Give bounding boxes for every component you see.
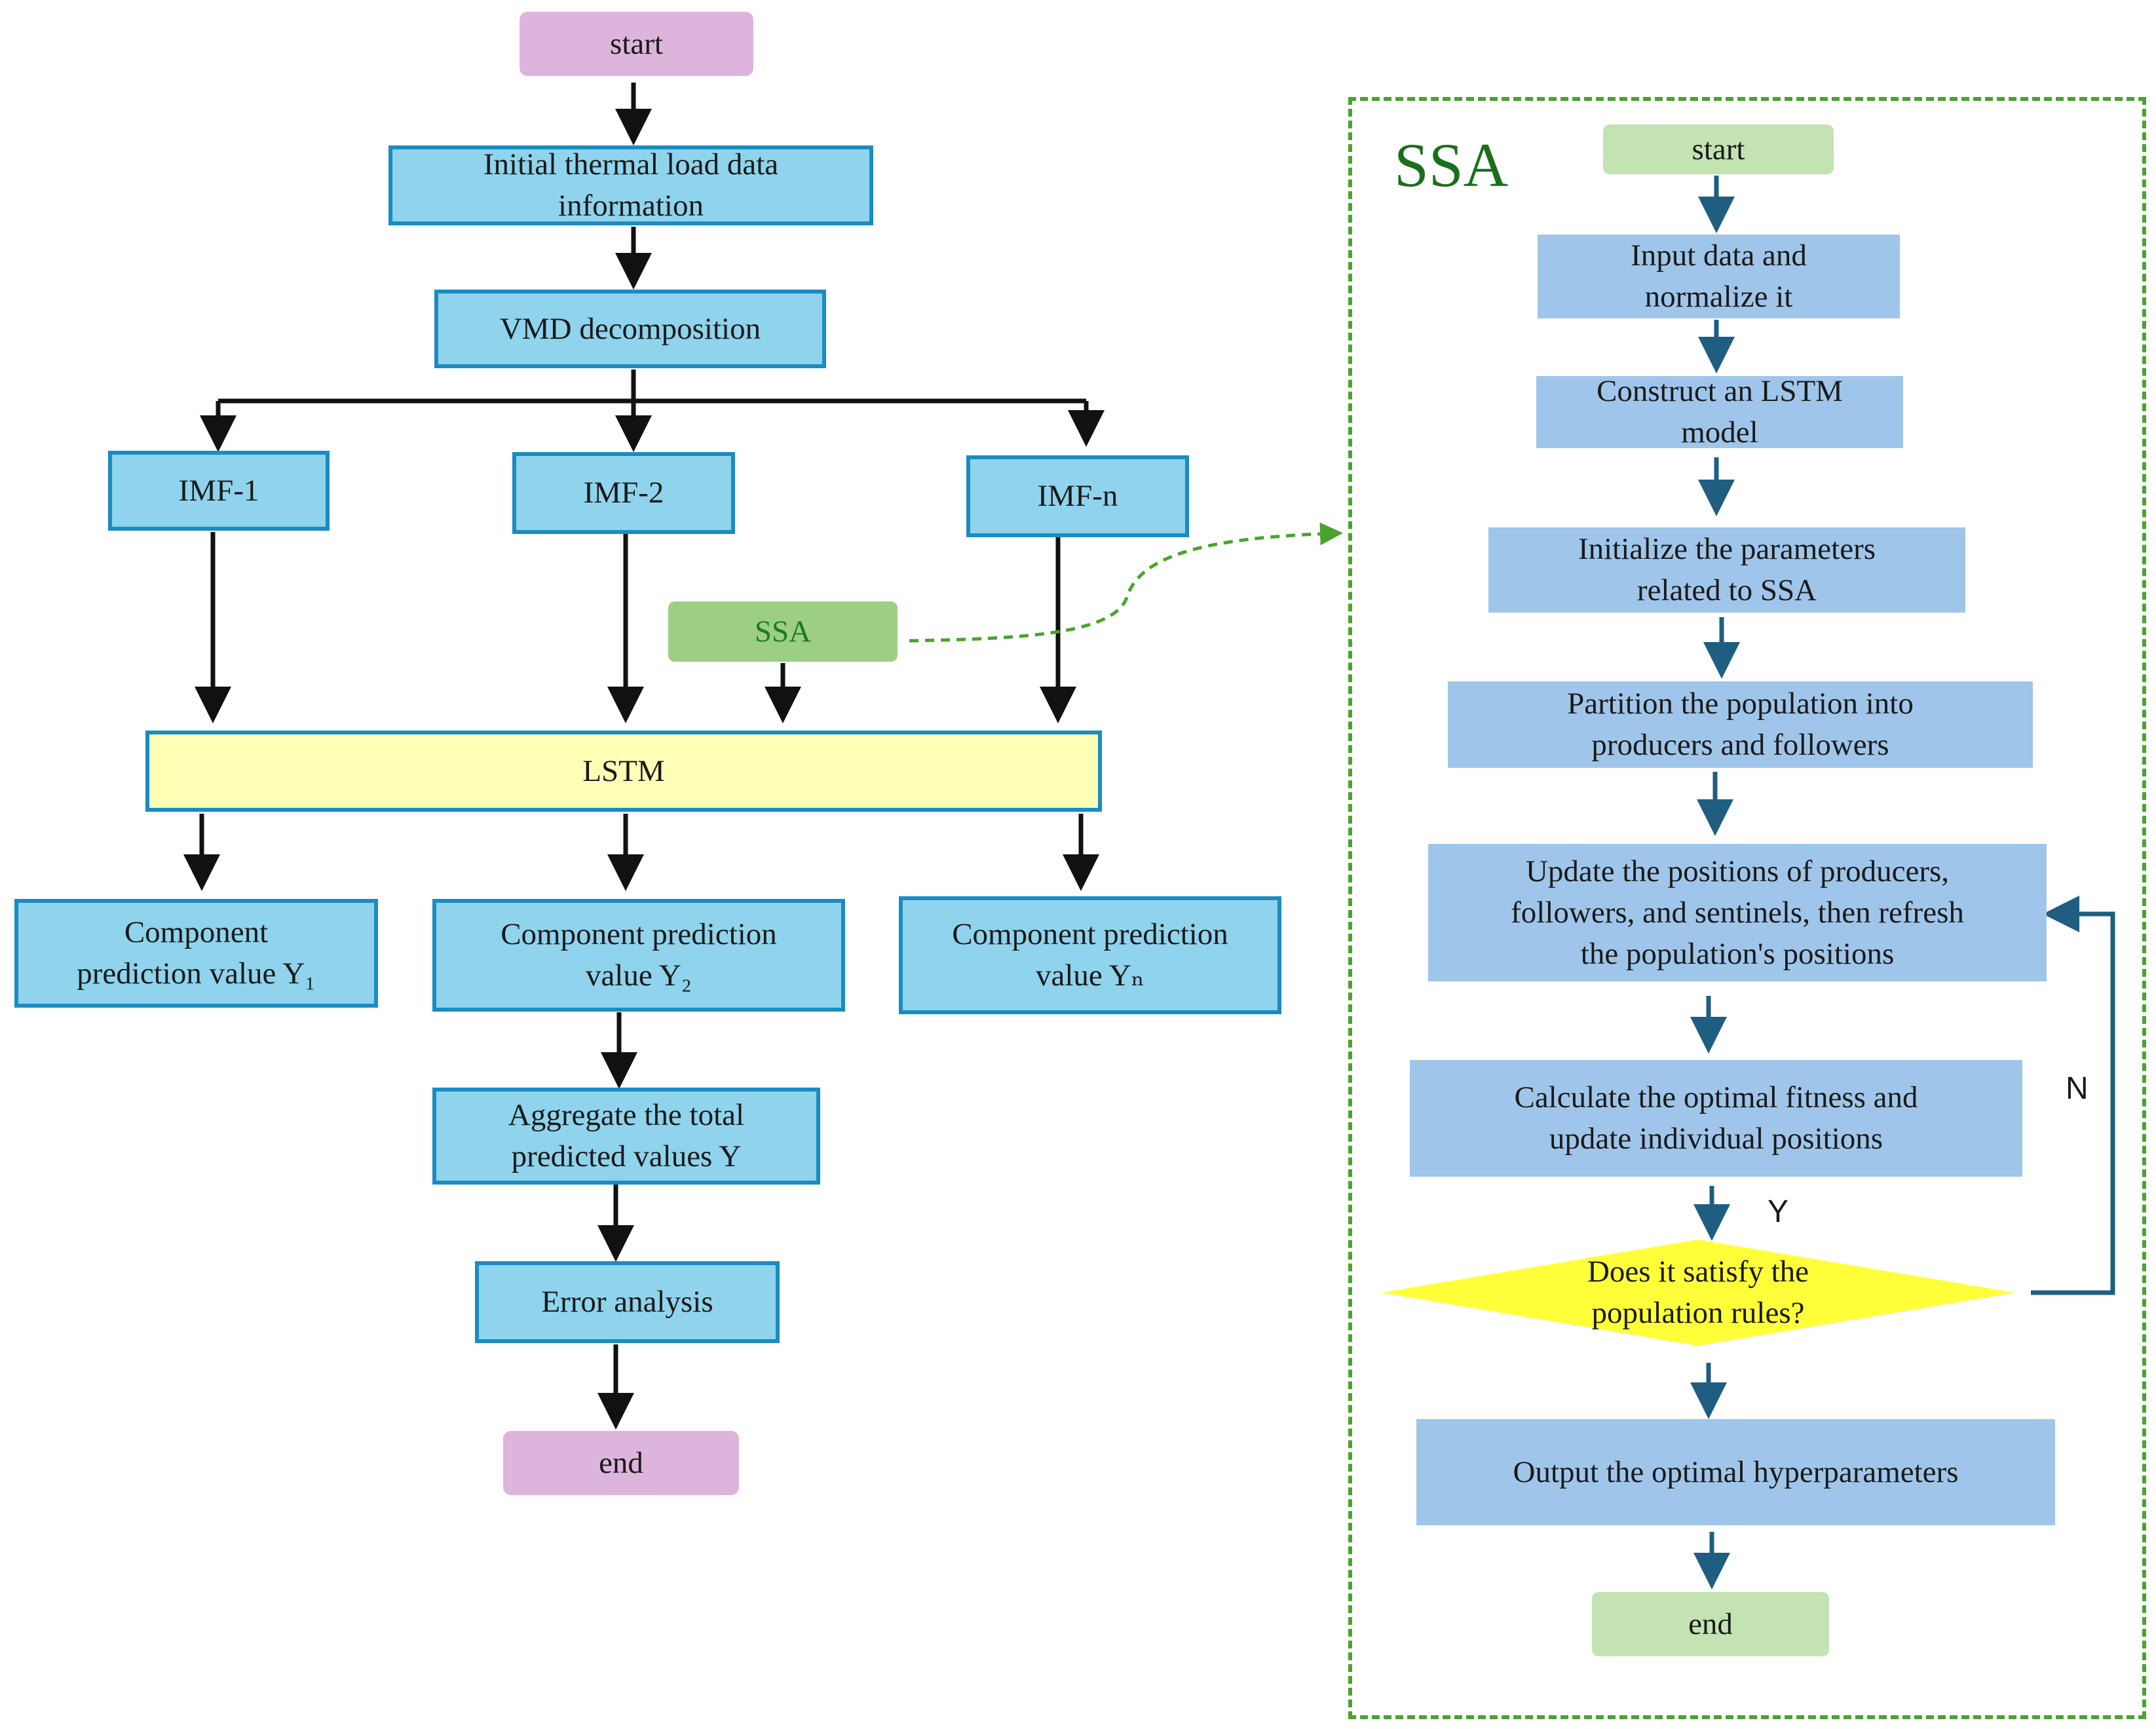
ssa-step-partition: Partition the population into producers … <box>1448 681 2033 768</box>
ssa-end-terminal: end <box>1592 1592 1829 1656</box>
ssa-decision-label: Does it satisfy the population rules? <box>1587 1255 1809 1330</box>
ssa-panel-frame <box>1348 97 2146 1719</box>
ssa-step-init: Initialize the parameters related to SSA <box>1488 527 1965 613</box>
imfn-node: IMF-n <box>966 455 1189 537</box>
initial-data-label: Initial thermal load data information <box>483 147 779 223</box>
ssa-link-curve <box>909 522 1343 643</box>
lstm-label: LSTM <box>582 753 665 788</box>
imf2-label: IMF-2 <box>583 476 664 510</box>
initial-data-node: Initial thermal load data information <box>388 145 873 225</box>
ssa-step-input-label: Input data and normalize it <box>1631 238 1807 314</box>
ssa-panel-title: SSA <box>1394 130 1509 200</box>
ssa-node: SSA <box>668 601 898 662</box>
main-start-label: start <box>610 26 663 61</box>
pred2-label: Component prediction value Y₂ <box>501 917 777 993</box>
aggregate-label: Aggregate the total predicted values Y <box>508 1098 745 1173</box>
imf2-node: IMF-2 <box>512 452 735 534</box>
main-end-label: end <box>599 1445 643 1480</box>
ssa-step-init-label: Initialize the parameters related to SSA <box>1578 532 1876 607</box>
error-analysis-label: Error analysis <box>541 1285 713 1319</box>
ssa-step-partition-label: Partition the population into producers … <box>1567 687 1914 762</box>
imf1-label: IMF-1 <box>178 473 259 508</box>
ssa-step-update-label: Update the positions of producers, follo… <box>1511 854 1964 971</box>
ssa-step-calc: Calculate the optimal fitness and update… <box>1410 1060 2022 1177</box>
pred1-label: Component prediction value Y₁ <box>77 915 316 991</box>
ssa-start-label: start <box>1692 132 1745 166</box>
ssa-step-calc-label: Calculate the optimal fitness and update… <box>1514 1080 1918 1156</box>
vmd-label: VMD decomposition <box>499 311 761 346</box>
ssa-decision-diamond <box>1381 1240 2015 1346</box>
pred2-node: Component prediction value Y₂ <box>432 899 845 1012</box>
ssa-step-input: Input data and normalize it <box>1538 235 1900 318</box>
lstm-node: LSTM <box>145 731 1102 812</box>
ssa-end-label: end <box>1688 1606 1733 1641</box>
error-analysis-node: Error analysis <box>475 1261 780 1343</box>
imf1-node: IMF-1 <box>108 451 330 531</box>
main-start-terminal: start <box>520 12 753 76</box>
predn-node: Component prediction value Yₙ <box>899 896 1281 1014</box>
ssa-step-construct: Construct an LSTM model <box>1536 374 1903 449</box>
pred1-node: Component prediction value Y₁ <box>14 899 378 1008</box>
ssa-step-construct-label: Construct an LSTM model <box>1597 374 1843 449</box>
predn-label: Component prediction value Yₙ <box>952 917 1228 993</box>
ssa-step-output: Output the optimal hyperparameters <box>1416 1419 2055 1525</box>
ssa-step-output-label: Output the optimal hyperparameters <box>1513 1454 1959 1489</box>
aggregate-node: Aggregate the total predicted values Y <box>432 1088 820 1185</box>
main-end-terminal: end <box>503 1431 739 1495</box>
ssa-yes-label: Y <box>1768 1194 1789 1229</box>
imfn-label: IMF-n <box>1037 479 1118 513</box>
ssa-no-label: N <box>2066 1071 2089 1106</box>
ssa-step-update: Update the positions of producers, follo… <box>1428 844 2047 981</box>
vmd-node: VMD decomposition <box>434 290 826 368</box>
ssa-node-label: SSA <box>754 614 812 649</box>
ssa-start-terminal: start <box>1603 124 1834 174</box>
